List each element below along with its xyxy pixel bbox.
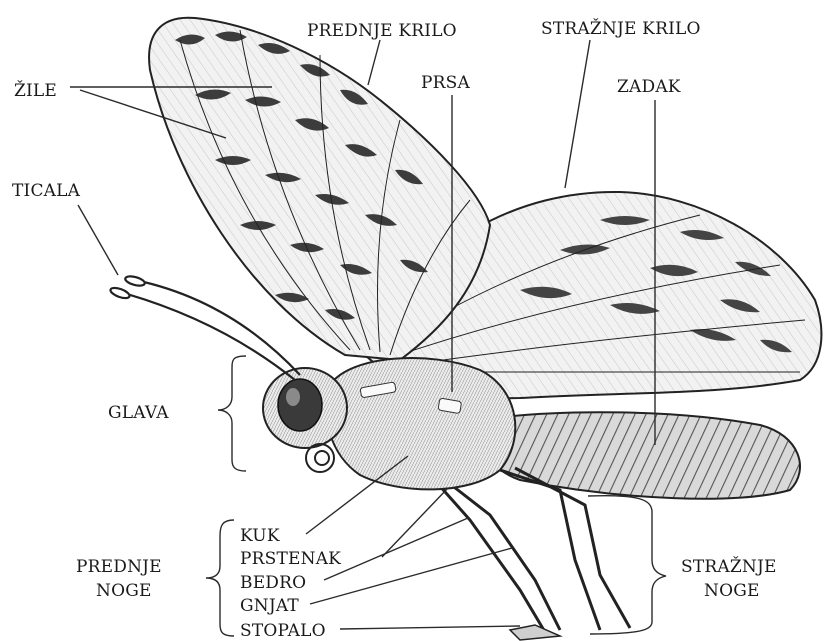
thorax-shape xyxy=(326,358,515,489)
label-coxa: KUK xyxy=(240,526,280,546)
label-veins: ŽILE xyxy=(14,80,57,101)
label-hind-legs-line2: NOGE xyxy=(704,581,760,601)
leader-forewing xyxy=(368,40,380,85)
tarsus-foot xyxy=(510,625,560,640)
leader-trochanter xyxy=(382,488,448,557)
label-trochanter: PRSTENAK xyxy=(240,549,341,569)
compound-eye xyxy=(278,379,322,431)
bracket-head xyxy=(218,356,246,471)
leader-femur xyxy=(324,518,468,580)
leader-tarsus xyxy=(340,626,520,629)
label-head: GLAVA xyxy=(108,403,169,423)
proboscis xyxy=(306,444,334,472)
label-hindwing: STRAŽNJE KRILO xyxy=(541,18,701,39)
label-antennae: TICALA xyxy=(12,181,81,201)
leader-hindwing xyxy=(565,40,590,188)
label-forewing: PREDNJE KRILO xyxy=(307,21,457,41)
label-thorax: PRSA xyxy=(421,73,470,93)
leader-antennae xyxy=(78,205,118,275)
label-tibia: GNJAT xyxy=(240,596,299,616)
butterfly-illustration xyxy=(109,18,821,640)
label-hind-legs-line1: STRAŽNJE xyxy=(681,556,777,577)
label-femur: BEDRO xyxy=(240,573,306,593)
bracket-front-legs xyxy=(206,520,234,636)
label-abdomen: ZADAK xyxy=(617,77,681,97)
bracket-hind-legs xyxy=(588,496,666,634)
label-tarsus: STOPALO xyxy=(240,621,326,641)
abdomen-shape xyxy=(477,412,800,499)
label-front-legs-line1: PREDNJE xyxy=(76,557,162,577)
label-front-legs-line2: NOGE xyxy=(96,581,152,601)
